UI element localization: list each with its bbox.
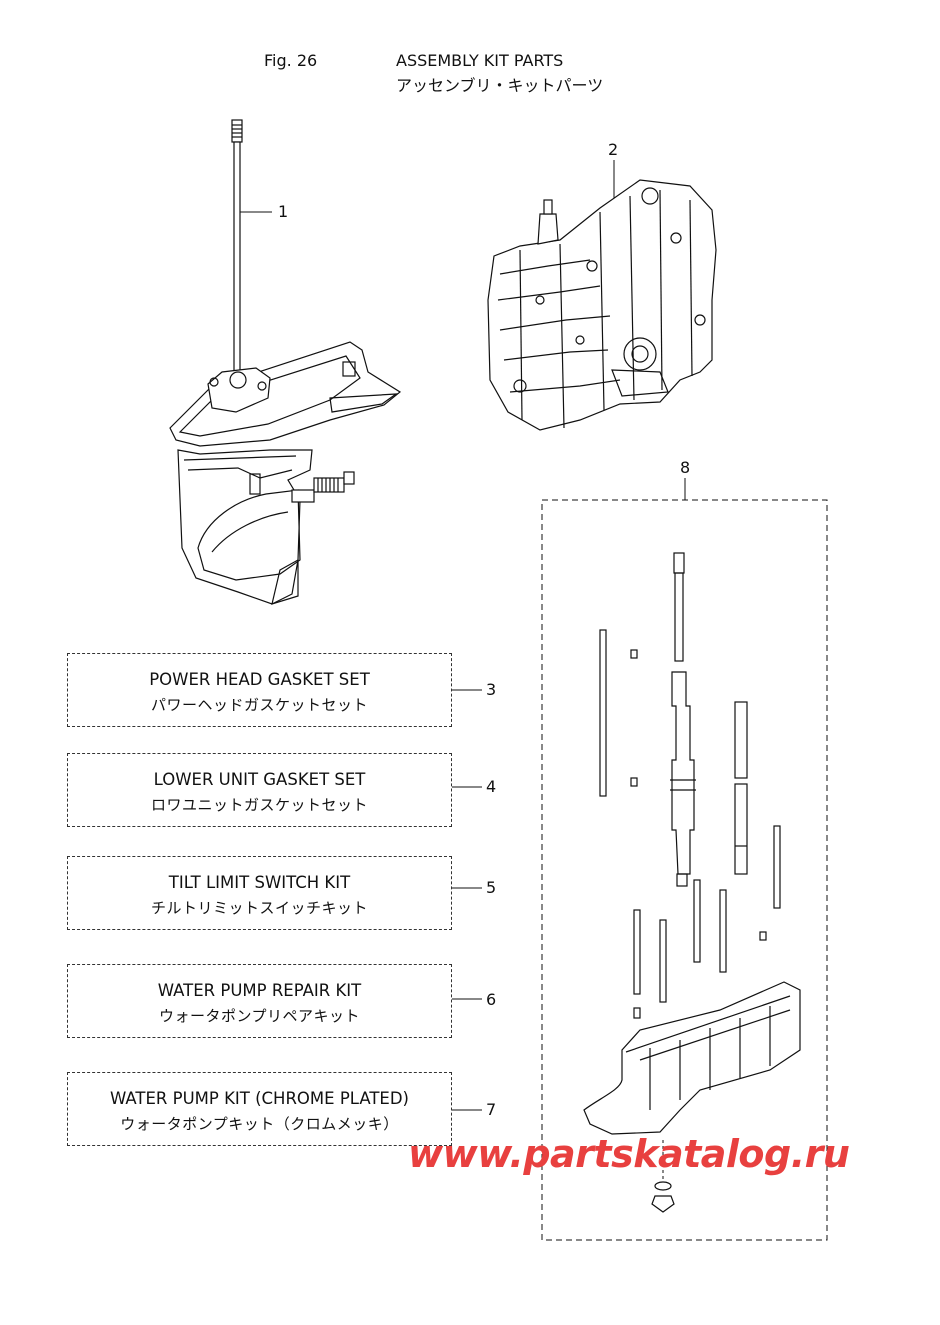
figure-number: Fig. 26 (264, 51, 318, 70)
kit-6-name-jp: ウォータポンプリペアキット (158, 1007, 361, 1025)
lower-unit-drawing (169, 119, 402, 605)
callout-6: 6 (486, 990, 497, 1009)
power-head-drawing (487, 160, 717, 431)
figure-title-en: ASSEMBLY KIT PARTS (396, 51, 564, 70)
callout-1: 1 (278, 202, 289, 221)
kit-box-6: WATER PUMP REPAIR KIT ウォータポンプリペアキット (67, 964, 452, 1038)
kit-7-name-jp: ウォータポンプキット（クロムメッキ） (120, 1115, 399, 1133)
kit-3-name-en: POWER HEAD GASKET SET (149, 670, 370, 689)
kit-5-name-en: TILT LIMIT SWITCH KIT (168, 873, 351, 892)
callout-8: 8 (680, 458, 691, 477)
kit-7-name-en: WATER PUMP KIT (CHROME PLATED) (110, 1089, 409, 1108)
callout-7: 7 (486, 1100, 497, 1119)
callout-5: 5 (486, 878, 497, 897)
kit-6-name-en: WATER PUMP REPAIR KIT (157, 981, 362, 1000)
kit-3-name-jp: パワーヘッドガスケットセット (150, 696, 368, 714)
watermark-text: www.partskatalog.ru (408, 1132, 850, 1176)
kit-leaders (452, 689, 482, 1111)
kit-4-name-en: LOWER UNIT GASKET SET (153, 770, 366, 789)
kit-box-4: LOWER UNIT GASKET SET ロワユニットガスケットセット (67, 753, 452, 827)
kit-box-5: TILT LIMIT SWITCH KIT チルトリミットスイッチキット (67, 856, 452, 930)
kit-5-name-jp: チルトリミットスイッチキット (150, 899, 368, 917)
kit-4-name-jp: ロワユニットガスケットセット (150, 796, 368, 814)
callout-2: 2 (608, 140, 619, 159)
kit-box-3: POWER HEAD GASKET SET パワーヘッドガスケットセット (67, 653, 452, 727)
kit-box-7: WATER PUMP KIT (CHROME PLATED) ウォータポンプキッ… (67, 1072, 452, 1146)
callout-4: 4 (486, 777, 497, 796)
kit-8-drawing (541, 478, 828, 1241)
figure-title-jp: アッセンブリ・キットパーツ (396, 76, 604, 95)
callout-3: 3 (486, 680, 497, 699)
